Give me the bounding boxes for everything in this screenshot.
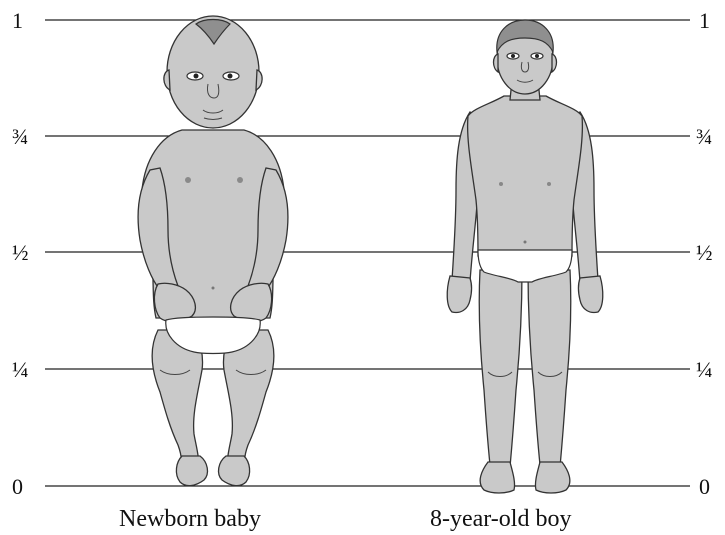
baby-right-foot [219, 456, 250, 486]
baby-left-nipple [185, 177, 191, 183]
boy-left-hand [447, 276, 471, 313]
left-scale-labels: 1 ¾ ½ ¼ 0 [12, 8, 29, 499]
baby-left-foot [176, 456, 207, 486]
left-label-0: 0 [12, 474, 23, 499]
left-label-three-quarters: ¾ [12, 124, 29, 149]
left-label-quarter: ¼ [12, 357, 29, 382]
boy-right-ear [552, 54, 557, 72]
eight-year-old-boy-figure [447, 20, 603, 493]
baby-left-ear [164, 70, 170, 90]
boy-right-pupil [535, 54, 539, 58]
left-label-half: ½ [12, 240, 29, 265]
boy-left-foot [480, 462, 514, 493]
right-label-1: 1 [699, 8, 710, 33]
right-label-half: ½ [696, 240, 713, 265]
baby-caption: Newborn baby [119, 506, 261, 532]
boy-left-pupil [511, 54, 515, 58]
boy-right-leg [528, 270, 571, 467]
boy-right-hand [579, 276, 603, 313]
baby-right-ear [256, 70, 262, 90]
boy-left-ear [494, 54, 499, 72]
baby-right-nipple [237, 177, 243, 183]
boy-left-nipple [499, 182, 503, 186]
right-label-0: 0 [699, 474, 710, 499]
right-label-quarter: ¼ [696, 357, 713, 382]
baby-right-pupil [228, 74, 233, 79]
newborn-baby-figure [138, 16, 288, 486]
boy-navel [524, 241, 527, 244]
right-label-three-quarters: ¾ [696, 124, 713, 149]
left-label-1: 1 [12, 8, 23, 33]
boy-left-leg [479, 270, 522, 467]
boy-caption: 8-year-old boy [430, 506, 571, 532]
boy-right-nipple [547, 182, 551, 186]
baby-left-pupil [194, 74, 199, 79]
boy-torso [468, 96, 583, 256]
boy-right-foot [535, 462, 569, 493]
right-scale-labels: 1 ¾ ½ ¼ 0 [696, 8, 713, 499]
baby-navel [212, 287, 215, 290]
